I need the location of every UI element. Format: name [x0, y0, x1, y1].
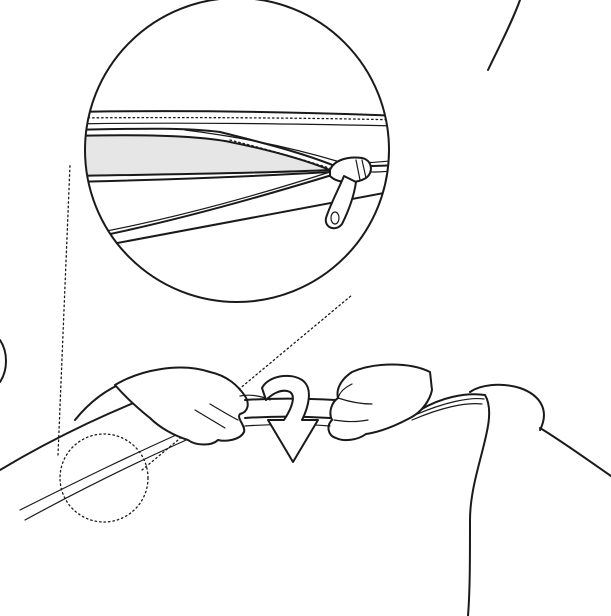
zipper-tape-shade: [85, 134, 331, 178]
right-hand: [327, 363, 433, 442]
callout-projection-lines: [57, 164, 353, 471]
detail-magnifier: [84, 0, 390, 303]
left-edge-curve: [0, 339, 7, 383]
top-right-curve: [487, 0, 521, 71]
detail-callout-circle: [59, 433, 149, 523]
left-hand: [114, 366, 271, 446]
zipper-slider: [324, 156, 372, 230]
downward-arrow: [261, 374, 319, 463]
